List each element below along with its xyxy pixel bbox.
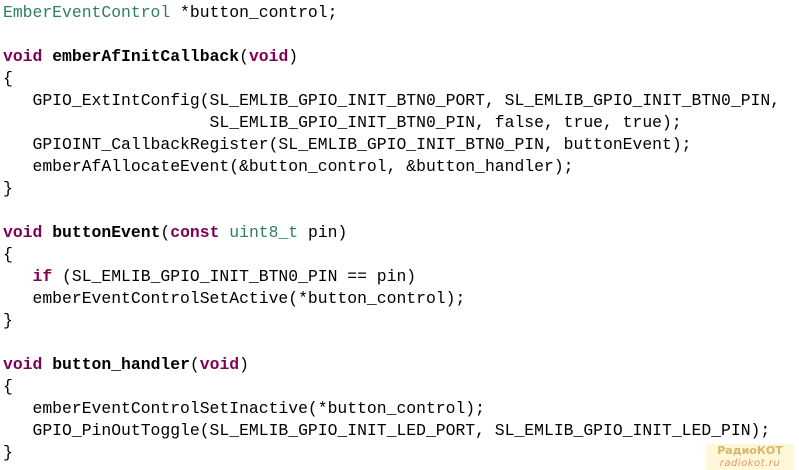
code-token: emberEventControlSetInactive(*button_con… [3, 399, 485, 418]
code-line: } [3, 178, 780, 200]
keyword-token: void [3, 47, 43, 66]
code-line: { [3, 68, 780, 90]
code-token: } [3, 311, 13, 330]
code-token [219, 223, 229, 242]
code-token [42, 47, 52, 66]
code-token [3, 267, 33, 286]
code-token: emberEventControlSetActive(*button_contr… [3, 289, 466, 308]
code-line: SL_EMLIB_GPIO_INIT_BTN0_PIN, false, true… [3, 112, 780, 134]
code-token: { [3, 69, 13, 88]
code-token: GPIOINT_CallbackRegister(SL_EMLIB_GPIO_I… [3, 135, 692, 154]
code-line: { [3, 244, 780, 266]
code-line: } [3, 442, 780, 464]
keyword-token: const [170, 223, 220, 242]
code-token: SL_EMLIB_GPIO_INIT_BTN0_PIN, false, true… [3, 113, 682, 132]
code-token: } [3, 443, 13, 462]
code-line: emberAfAllocateEvent(&button_control, &b… [3, 156, 780, 178]
keyword-token: void [199, 355, 240, 374]
type-token: uint8_t [229, 223, 299, 242]
code-line: GPIO_ExtIntConfig(SL_EMLIB_GPIO_INIT_BTN… [3, 90, 781, 112]
code-line: } [3, 310, 780, 332]
code-token: { [3, 245, 13, 264]
watermark-site: radiokot.ru [719, 458, 781, 469]
code-token: ) [239, 355, 249, 374]
code-token: GPIO_PinOutToggle(SL_EMLIB_GPIO_INIT_LED… [3, 421, 771, 440]
code-token: } [3, 179, 13, 198]
code-token [42, 223, 52, 242]
code-line [3, 200, 780, 222]
watermark-logo: РадиоКОТ radiokot.ru [706, 444, 794, 470]
type-token: EmberEventControl [3, 3, 171, 22]
code-listing: EmberEventControl *button_control;void e… [3, 2, 780, 464]
code-token: ( [239, 47, 249, 66]
keyword-token: if [32, 267, 53, 286]
code-line: void button_handler(void) [3, 354, 780, 376]
code-token: GPIO_ExtIntConfig(SL_EMLIB_GPIO_INIT_BTN… [3, 91, 781, 110]
function-name-token: button_handler [52, 355, 190, 374]
code-line: GPIO_PinOutToggle(SL_EMLIB_GPIO_INIT_LED… [3, 420, 780, 442]
code-line: EmberEventControl *button_control; [3, 2, 780, 24]
keyword-token: void [3, 355, 43, 374]
code-line: GPIOINT_CallbackRegister(SL_EMLIB_GPIO_I… [3, 134, 780, 156]
code-token: emberAfAllocateEvent(&button_control, &b… [3, 157, 574, 176]
code-line: emberEventControlSetActive(*button_contr… [3, 288, 780, 310]
code-token: ) [288, 47, 299, 66]
code-line: { [3, 376, 780, 398]
code-line: void buttonEvent(const uint8_t pin) [3, 222, 780, 244]
code-line [3, 24, 780, 46]
code-token: *button_control; [170, 3, 338, 22]
keyword-token: void [3, 223, 43, 242]
code-token: ( [189, 355, 200, 374]
code-line [3, 332, 780, 354]
code-line: if (SL_EMLIB_GPIO_INIT_BTN0_PIN == pin) [3, 266, 780, 288]
code-line: emberEventControlSetInactive(*button_con… [3, 398, 780, 420]
code-token: { [3, 377, 13, 396]
code-token: (SL_EMLIB_GPIO_INIT_BTN0_PIN == pin) [52, 267, 417, 286]
watermark-logo-text: РадиоКОТ [717, 444, 783, 457]
code-line: void emberAfInitCallback(void) [3, 46, 780, 68]
keyword-token: void [248, 47, 289, 66]
code-token [42, 355, 52, 374]
code-token: ( [160, 223, 171, 242]
code-token: pin) [298, 223, 348, 242]
function-name-token: emberAfInitCallback [52, 47, 240, 66]
function-name-token: buttonEvent [52, 223, 161, 242]
